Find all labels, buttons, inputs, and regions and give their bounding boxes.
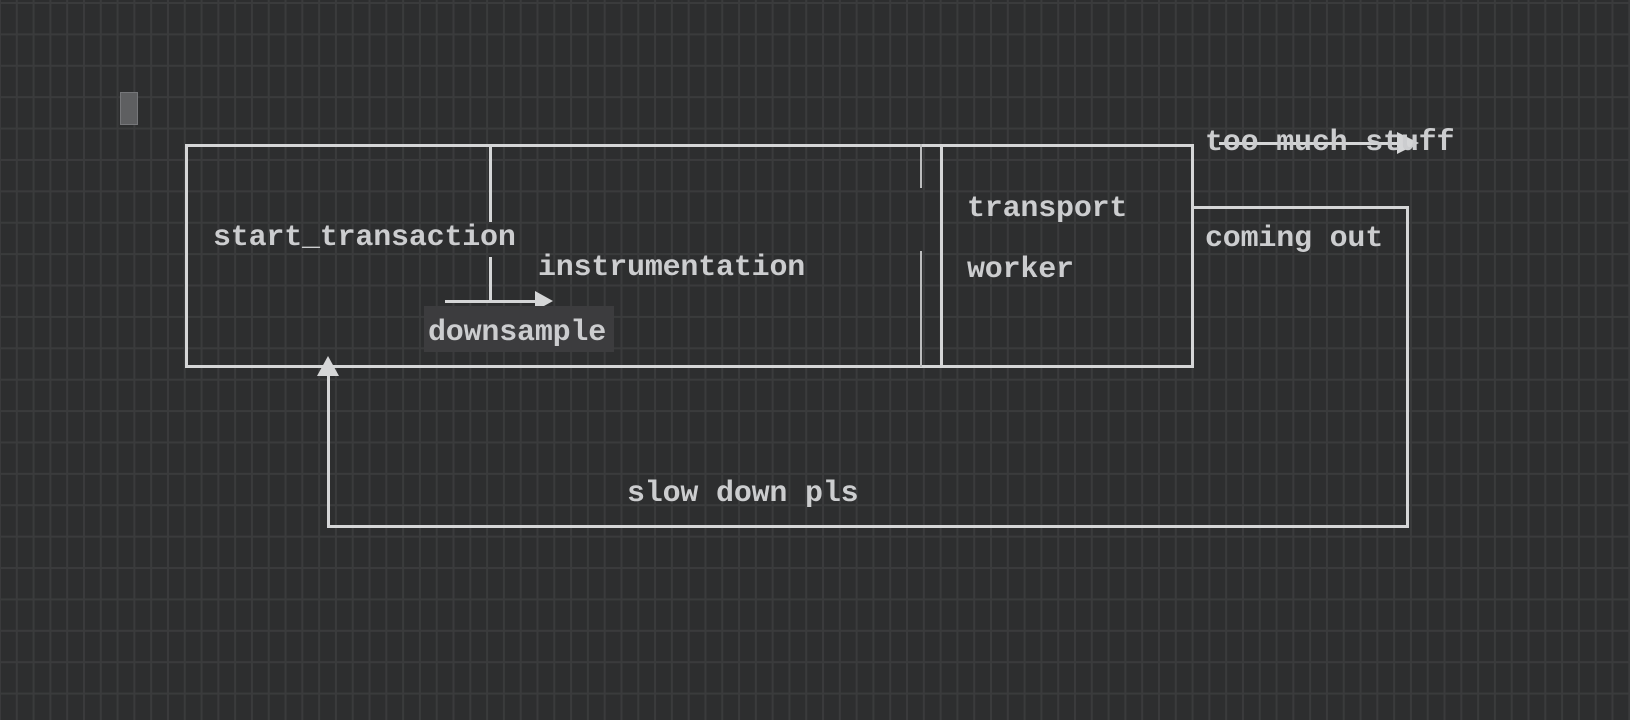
feedback-loop-right-segment	[1406, 206, 1409, 528]
pipeline-box-right-edge	[1191, 144, 1194, 368]
feedback-annotation-label: slow down pls	[627, 477, 859, 511]
stage-divider-upper	[489, 144, 492, 222]
output-arrowhead-icon	[1397, 132, 1419, 154]
feedback-loop-top-segment	[1192, 206, 1408, 209]
transport-outer-wall-upper	[920, 144, 922, 188]
downsample-label: downsample	[428, 316, 607, 350]
pipeline-box-bottom-edge	[185, 365, 1194, 368]
output-annotation-line1: too much stuff	[1205, 126, 1455, 160]
worker-label: worker	[967, 253, 1074, 287]
downsample-highlight	[424, 306, 614, 352]
downsample-arrow-line	[445, 300, 536, 303]
transport-label: transport	[967, 192, 1128, 226]
output-annotation-line2: coming out	[1205, 222, 1384, 256]
start-transaction-label: start_transaction	[213, 221, 516, 255]
feedback-arrowhead-icon	[317, 356, 339, 376]
feedback-loop-left-segment	[327, 374, 330, 528]
pipeline-box-left-edge	[185, 144, 188, 368]
terminal-cursor	[120, 92, 138, 125]
output-annotation: too much stuff coming out	[1205, 63, 1454, 319]
transport-divider	[940, 144, 943, 368]
instrumentation-label: instrumentation	[538, 251, 806, 285]
feedback-loop-bottom-segment	[327, 525, 1409, 528]
transport-outer-wall-lower	[920, 251, 922, 367]
stage-divider-lower	[489, 257, 492, 303]
pipeline-box-top-edge	[185, 144, 1194, 147]
output-arrow-line	[1219, 142, 1398, 145]
